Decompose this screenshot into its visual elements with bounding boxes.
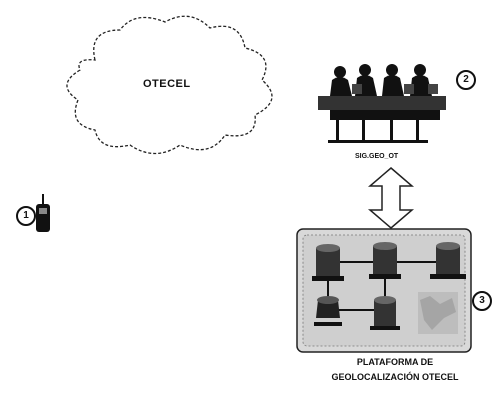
- server-icon: [370, 296, 400, 330]
- marker-phone: 1: [16, 206, 36, 226]
- server-icon: [430, 242, 466, 279]
- server-icon: [369, 242, 401, 279]
- marker-platform: 3: [472, 291, 492, 311]
- users-group-icon: [318, 64, 446, 143]
- cloud-label: OTECEL: [143, 78, 191, 90]
- mobile-phone-icon: [36, 194, 50, 232]
- otecel-cloud: [66, 15, 273, 155]
- bidirectional-arrow: [367, 167, 415, 229]
- platform-label: PLATAFORMA DE GEOLOCALIZACIÓN OTECEL: [331, 357, 459, 382]
- map-thumbnail: [418, 292, 458, 334]
- server-icon: [312, 244, 344, 281]
- marker-users: 2: [456, 70, 476, 90]
- router-icon: [314, 296, 342, 326]
- users-label: SIG.GEO_OT: [355, 153, 399, 160]
